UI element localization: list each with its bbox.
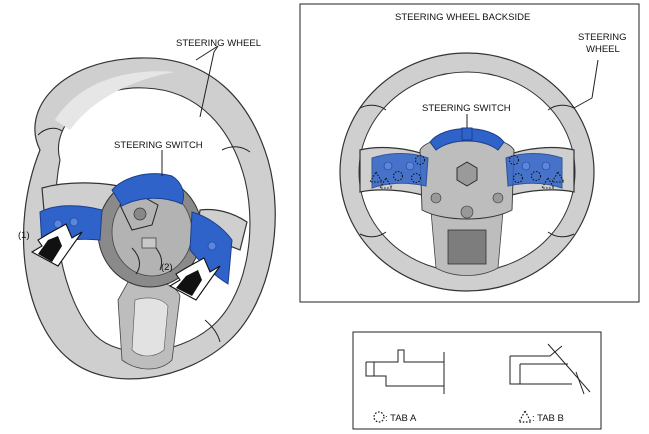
leader-left-wheel: [195, 45, 219, 61]
label-right-wheel-line1: STEERING: [578, 32, 627, 43]
tab-b-profile: [509, 343, 591, 395]
legend-tab-a: : TAB A: [385, 413, 417, 424]
tab-a-profile: [365, 349, 445, 394]
left-steering-wheel: [22, 57, 276, 380]
backside-wheel: [339, 52, 595, 292]
left-switch-top: [111, 173, 185, 207]
label-left-wheel: STEERING WHEEL: [176, 38, 261, 49]
label-arrow-2: (2): [161, 262, 173, 273]
label-left-switch: STEERING SWITCH: [114, 140, 203, 151]
tab-a-symbol: [373, 411, 385, 423]
legend-tab-b: : TAB B: [532, 413, 564, 424]
label-right-switch: STEERING SWITCH: [422, 103, 511, 114]
leader-right-wheel: [591, 59, 599, 99]
label-right-wheel-line2: WHEEL: [586, 44, 620, 55]
backside-title: STEERING WHEEL BACKSIDE: [395, 12, 530, 23]
label-arrow-1: (1): [18, 230, 30, 241]
